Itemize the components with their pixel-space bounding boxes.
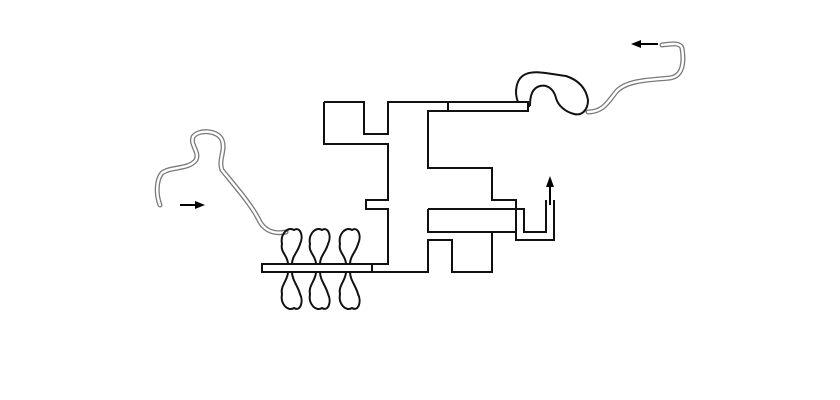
cave-chamber-northeast [515,71,589,116]
cluster-room-2 [308,228,331,265]
cluster-room-4 [280,271,303,310]
cluster-room-1 [280,228,303,265]
corridor-east [427,200,547,233]
room-northwest [323,101,449,265]
cluster-room-6 [338,271,361,310]
cluster-corridor [261,263,373,273]
corridor-north [427,101,555,241]
exit-arrow [631,40,658,48]
chamber-cluster [261,228,373,310]
cluster-room-5 [308,271,331,310]
cluster-room-3 [338,228,361,265]
up-arrow [546,176,554,205]
exit-tunnel-northeast [585,41,686,115]
corridor-south [372,232,493,273]
entrance-arrow [180,201,205,209]
corridor-network [323,101,555,273]
entrance-tunnel-west [154,129,289,236]
